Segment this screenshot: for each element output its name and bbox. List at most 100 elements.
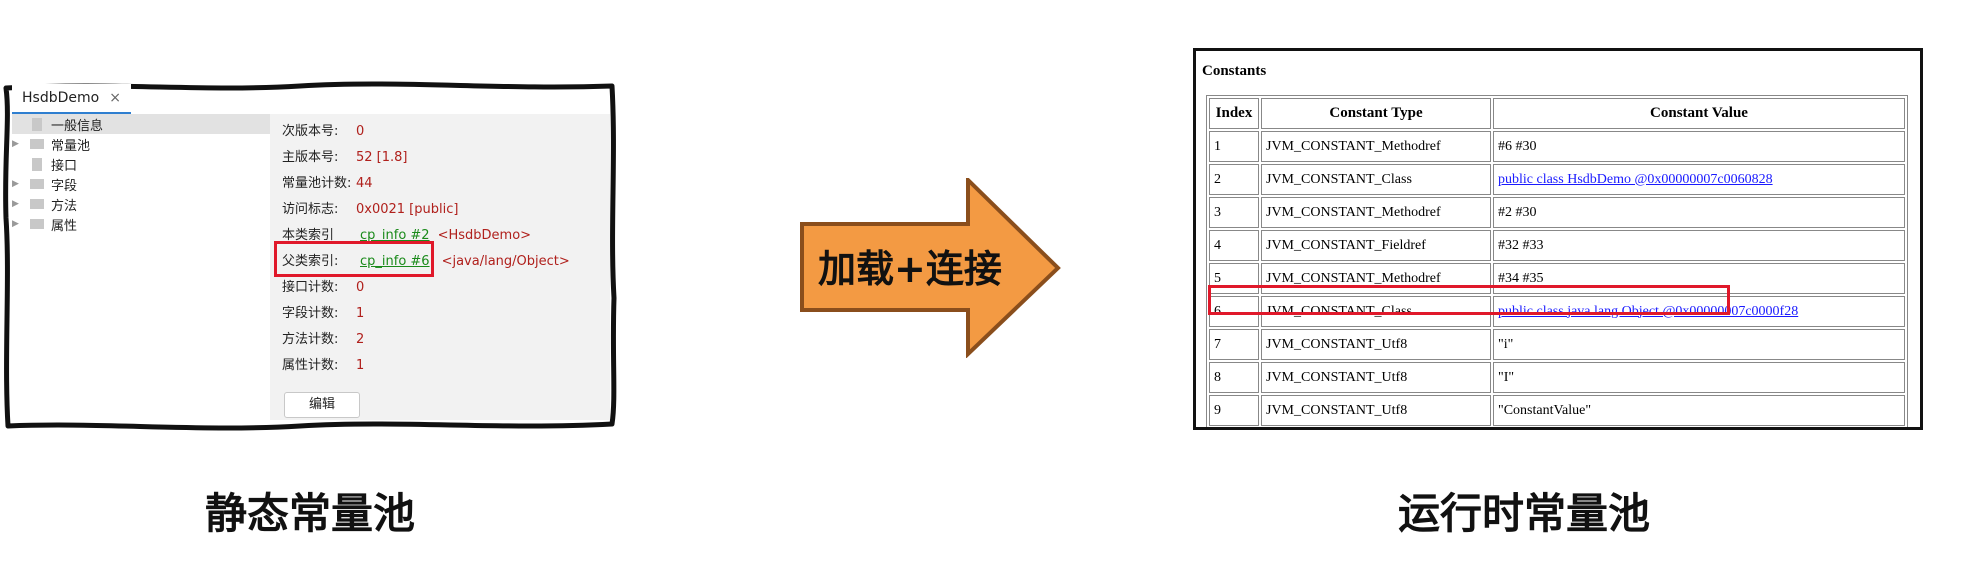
tree-item[interactable]: 接口 — [12, 154, 270, 174]
interfaces-count-row: 接口计数: 0 — [282, 276, 364, 295]
cell-index: 8 — [1209, 362, 1259, 393]
edit-button[interactable]: 编辑 — [284, 392, 360, 418]
cell-index: 9 — [1209, 395, 1259, 426]
constant-value-text: "i" — [1498, 336, 1514, 352]
header-index: Index — [1209, 98, 1259, 129]
attributes-count-key: 属性计数: — [282, 358, 339, 373]
constant-value-text: #32 #33 — [1498, 237, 1544, 253]
cell-constant-value: #32 #33 — [1493, 230, 1905, 261]
major-version-row: 主版本号:52 [1.8] — [282, 146, 408, 165]
cell-index: 7 — [1209, 329, 1259, 360]
constant-value-text: "ConstantValue" — [1498, 402, 1592, 418]
tree-item[interactable]: 一般信息 — [12, 114, 270, 134]
this-class-key: 本类索引 — [282, 228, 335, 243]
folder-icon — [30, 219, 44, 229]
constants-title: Constants — [1202, 63, 1267, 79]
super-class-ref: <java/lang/Object> — [441, 254, 570, 269]
super-class-row: 父类索引: cp_info #6 <java/lang/Object> — [282, 250, 570, 269]
tree-item-label: 字段 — [51, 178, 78, 194]
runtime-pool-caption: 运行时常量池 — [1398, 489, 1651, 538]
attributes-count-value: 1 — [356, 358, 365, 373]
cell-index: 4 — [1209, 230, 1259, 261]
tree-item-label: 方法 — [51, 198, 78, 214]
cell-index: 1 — [1209, 131, 1259, 162]
constant-value-link[interactable]: public class HsdbDemo @0x00000007c006082… — [1498, 171, 1773, 187]
constant-pool-count-value: 44 — [356, 176, 373, 191]
this-class-ref: <HsdbDemo> — [437, 228, 532, 243]
general-info-panel: 次版本号: 0 主版本号:52 [1.8] 常量池计数: 44 访问标志: 0x002… — [270, 114, 610, 420]
expand-arrow-icon[interactable]: ▶ — [12, 139, 19, 149]
this-class-link[interactable]: cp_info #2 — [360, 228, 430, 243]
fields-count-row: 字段计数:1 — [282, 302, 364, 321]
cell-index: 3 — [1209, 197, 1259, 228]
cell-constant-type: JVM_CONSTANT_Utf8 — [1261, 395, 1491, 426]
arrow-label: 加载+连接 — [818, 247, 1002, 291]
methods-count-key: 方法计数: — [282, 332, 339, 347]
folder-icon — [30, 199, 44, 209]
access-flags-row: 访问标志: 0x0021 [public] — [282, 198, 458, 217]
runtime-pool-panel: Constants Index Constant Type Constant V… — [1193, 48, 1923, 430]
cell-constant-type: JVM_CONSTANT_Methodref — [1261, 263, 1491, 294]
cell-constant-type: JVM_CONSTANT_Fieldref — [1261, 230, 1491, 261]
row-6-highlight — [1208, 285, 1730, 315]
tree-item-label: 常量池 — [51, 138, 91, 154]
minor-version-value: 0 — [356, 124, 365, 139]
cell-constant-type: JVM_CONSTANT_Methodref — [1261, 197, 1491, 228]
table-header-row: Index Constant Type Constant Value — [1209, 98, 1905, 129]
header-constant-value: Constant Value — [1493, 98, 1905, 129]
tree-item-label: 属性 — [51, 218, 78, 234]
methods-count-value: 2 — [356, 332, 365, 347]
tree-item-label: 一般信息 — [51, 118, 104, 134]
constant-pool-count-row: 常量池计数: 44 — [282, 172, 373, 191]
cell-constant-value: #34 #35 — [1493, 263, 1905, 294]
cell-constant-type: JVM_CONSTANT_Utf8 — [1261, 329, 1491, 360]
super-class-key: 父类索引: — [282, 254, 339, 269]
cell-constant-value: public class HsdbDemo @0x00000007c006082… — [1493, 164, 1905, 195]
fields-count-value: 1 — [356, 306, 365, 321]
minor-version-row: 次版本号: 0 — [282, 120, 364, 139]
access-flags-key: 访问标志: — [282, 202, 339, 217]
methods-count-row: 方法计数: 2 — [282, 328, 364, 347]
constant-pool-count-key: 常量池计数: — [282, 176, 352, 191]
folder-icon — [30, 179, 44, 189]
minor-version-key: 次版本号: — [282, 124, 339, 139]
constant-value-text: #6 #30 — [1498, 138, 1537, 154]
constant-value-text: #2 #30 — [1498, 204, 1537, 220]
access-flags-value: 0x0021 [public] — [356, 202, 459, 217]
cell-constant-value: "i" — [1493, 329, 1905, 360]
class-tree: 一般信息 ▶ 常量池接口 ▶ 字段 ▶ 方法 ▶ 属性 — [12, 114, 270, 234]
tree-item[interactable]: ▶ 属性 — [12, 214, 270, 234]
cell-constant-value: #2 #30 — [1493, 197, 1905, 228]
close-icon[interactable]: × — [109, 90, 121, 106]
cell-index: 5 — [1209, 263, 1259, 294]
this-class-row: 本类索引 cp_info #2 <HsdbDemo> — [282, 224, 531, 243]
static-pool-caption: 静态常量池 — [205, 489, 416, 538]
cell-index: 2 — [1209, 164, 1259, 195]
document-icon — [32, 117, 42, 131]
tab-hsdbdemo[interactable]: HsdbDemo × — [12, 84, 131, 115]
interfaces-count-key: 接口计数: — [282, 280, 339, 295]
super-class-link[interactable]: cp_info #6 — [360, 254, 430, 269]
header-constant-type: Constant Type — [1261, 98, 1491, 129]
tree-item[interactable]: ▶ 常量池 — [12, 134, 270, 154]
interfaces-count-value: 0 — [356, 280, 365, 295]
constant-value-text: #34 #35 — [1498, 270, 1544, 286]
static-pool-panel: HsdbDemo × 一般信息 ▶ 常量池接口 ▶ 字段 ▶ 方法 ▶ 属性 次版本号: 0 主版… — [0, 78, 620, 434]
folder-icon — [30, 139, 44, 149]
expand-arrow-icon[interactable]: ▶ — [12, 219, 19, 229]
expand-arrow-icon[interactable]: ▶ — [12, 179, 19, 189]
tree-item-label: 接口 — [51, 158, 78, 174]
tree-item[interactable]: ▶ 方法 — [12, 194, 270, 214]
tree-item[interactable]: ▶ 字段 — [12, 174, 270, 194]
cell-constant-type: JVM_CONSTANT_Methodref — [1261, 131, 1491, 162]
major-version-key: 主版本号: — [282, 150, 339, 165]
expand-arrow-icon[interactable]: ▶ — [12, 199, 19, 209]
